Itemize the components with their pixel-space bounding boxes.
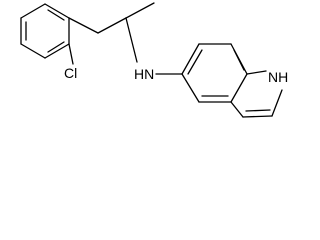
bond xyxy=(125,17,138,63)
c-cl-bond xyxy=(68,43,74,65)
amine-label: HN xyxy=(134,66,154,82)
bond xyxy=(242,115,273,118)
bond xyxy=(44,3,70,19)
bond xyxy=(246,70,267,75)
indole-nh-label: NH xyxy=(268,69,288,85)
bond xyxy=(20,43,46,59)
double-bond-inner xyxy=(47,9,65,21)
bond xyxy=(230,101,244,118)
chlorophenyl-ring xyxy=(20,3,70,59)
bond xyxy=(271,89,283,117)
double-bond-inner xyxy=(47,41,65,53)
bond xyxy=(181,43,200,75)
bond xyxy=(44,43,70,59)
bond xyxy=(230,73,248,103)
bond xyxy=(68,17,99,34)
bond xyxy=(97,17,127,34)
bond xyxy=(20,3,46,19)
chemical-structure-diagram: Cl HN NH xyxy=(20,2,288,118)
chlorine-label: Cl xyxy=(64,65,77,81)
indole-pyrrole-ring xyxy=(230,70,283,118)
double-bond-inner xyxy=(245,109,271,112)
bond xyxy=(181,73,200,103)
ethyl-bridge xyxy=(68,2,155,63)
double-bond-inner xyxy=(233,49,245,71)
double-bond-inner xyxy=(187,49,203,75)
bond xyxy=(125,2,155,19)
indole-benzene-ring xyxy=(181,43,248,103)
